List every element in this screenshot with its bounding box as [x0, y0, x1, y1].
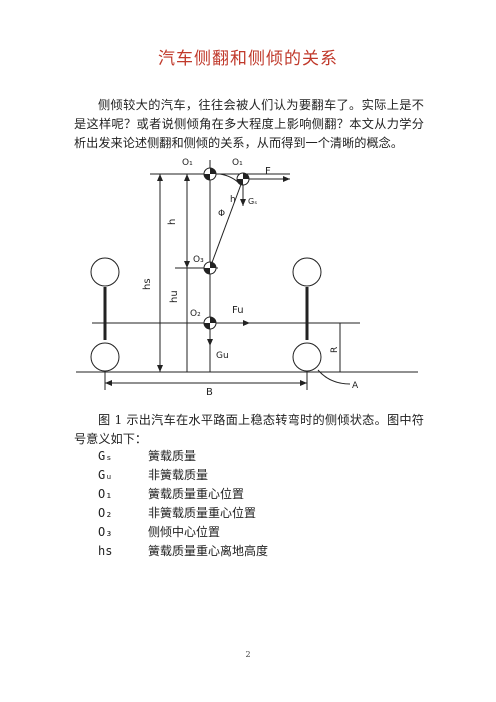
legend-row: hs 簧载质量重心离地高度 — [98, 542, 268, 561]
label-hu: hu — [169, 290, 180, 303]
label-r: R — [330, 347, 340, 353]
label-b: B — [206, 387, 213, 398]
legend-description: 簧载质量重心位置 — [148, 487, 245, 501]
label-force-f: F — [265, 166, 271, 177]
label-gu: Gu — [216, 351, 229, 361]
label-o2: O₂ — [190, 309, 201, 319]
label-phi: Φ — [218, 209, 225, 219]
legend-row: O₂ 非簧载质量重心位置 — [98, 504, 268, 523]
label-o1-right: O₁ — [232, 158, 243, 168]
right-upper-wheel — [292, 257, 322, 287]
label-o3: O₃ — [193, 255, 204, 265]
legend-row: Gᵤ 非簧载质量 — [98, 466, 268, 485]
legend-row: O₁ 簧载质量重心位置 — [98, 485, 268, 504]
centroid-markers — [203, 167, 250, 330]
legend-symbol: O₂ — [98, 506, 113, 520]
symbol-legend: Gₛ 簧载质量 Gᵤ 非簧载质量 O₁ 簧载质量重心位置 O₂ 非簧载质量重心位置 O₃… — [98, 447, 268, 561]
legend-symbol: O₁ — [98, 487, 113, 501]
label-gs: Gₛ — [248, 197, 257, 206]
legend-row: Gₛ 簧载质量 — [98, 447, 268, 466]
label-hs: hs — [142, 278, 153, 290]
a-leader — [317, 369, 351, 385]
left-lower-wheel — [90, 342, 120, 372]
label-h-slant: h — [230, 195, 236, 205]
label-fu: Fu — [232, 305, 244, 316]
intro-paragraph: 侧倾较大的汽车，往往会被人们认为要翻车了。实际上是不是这样呢？或者说侧倾角在多大… — [74, 98, 424, 150]
legend-symbol: Gₛ — [98, 449, 113, 463]
right-lower-wheel — [292, 342, 322, 372]
legend-symbol: Gᵤ — [98, 468, 113, 482]
legend-symbol: hs — [98, 544, 113, 558]
legend-description: 非簧载质量重心位置 — [148, 506, 257, 520]
left-upper-wheel — [90, 257, 120, 287]
page-number: 2 — [245, 650, 251, 659]
legend-description: 非簧载质量 — [148, 468, 209, 482]
label-a: A — [352, 381, 359, 391]
roll-line — [209, 178, 244, 269]
label-o1-left: O₁ — [182, 158, 193, 168]
legend-description: 簧载质量重心离地高度 — [148, 544, 269, 558]
legend-symbol: O₃ — [98, 525, 113, 539]
legend-description: 侧倾中心位置 — [148, 525, 221, 539]
rollover-diagram: O₁ O₁ F Gₛ h Φ h O₃ hs hu O₂ Fu Gu R B A — [76, 158, 418, 398]
label-h-vertical: h — [167, 219, 178, 225]
page-title: 汽车侧翻和侧倾的关系 — [158, 49, 338, 69]
caption-paragraph: 图 1 示出汽车在水平路面上稳态转弯时的侧倾状态。图中符号意义如下： — [74, 413, 424, 446]
legend-description: 簧载质量 — [148, 449, 197, 463]
legend-row: O₃ 侧倾中心位置 — [98, 523, 268, 542]
